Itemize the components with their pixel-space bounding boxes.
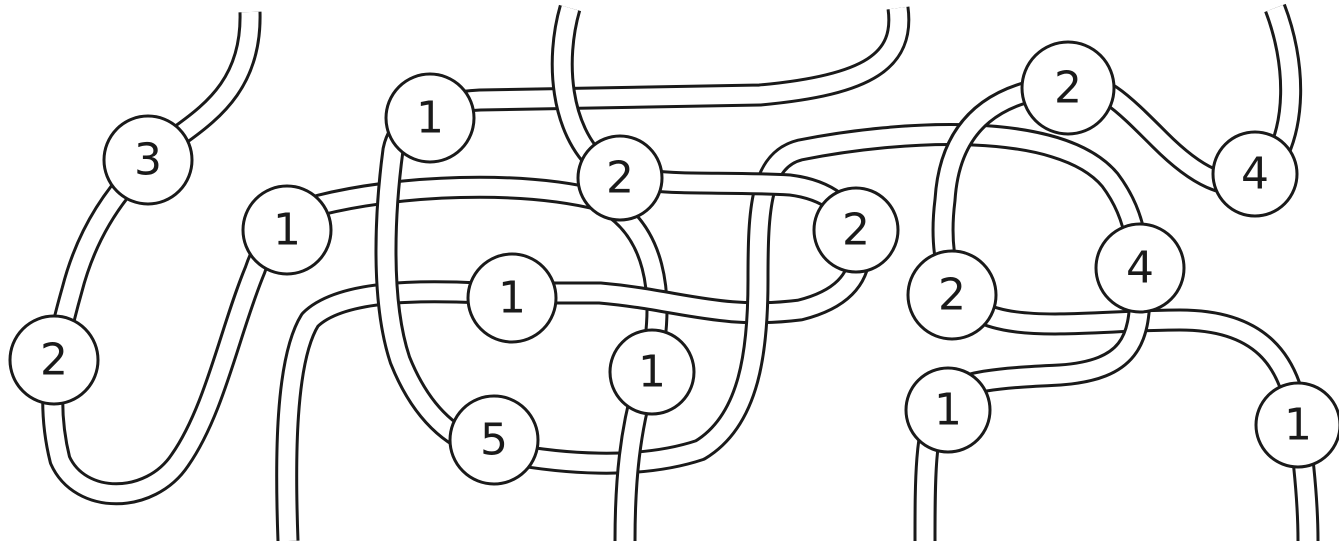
node-label: 1 xyxy=(1284,400,1312,451)
node-label: 2 xyxy=(40,335,68,386)
node-label: 2 xyxy=(606,153,634,204)
node-label: 1 xyxy=(416,93,444,144)
node-1-center[interactable]: 1 xyxy=(468,254,556,342)
node-1-upperleft[interactable]: 1 xyxy=(243,186,331,274)
node-label: 4 xyxy=(1241,149,1269,200)
node-label: 4 xyxy=(1126,243,1154,294)
node-label: 2 xyxy=(842,205,870,256)
node-label: 2 xyxy=(938,270,966,321)
node-label: 1 xyxy=(638,347,666,398)
node-label: 1 xyxy=(498,273,526,324)
node-label: 3 xyxy=(134,135,162,186)
node-4-farright[interactable]: 4 xyxy=(1213,132,1297,216)
node-1-bottomright[interactable]: 1 xyxy=(906,368,990,452)
node-2-topright[interactable]: 2 xyxy=(1022,42,1114,134)
node-2-right[interactable]: 2 xyxy=(908,251,996,339)
node-label: 2 xyxy=(1054,63,1082,114)
node-label: 1 xyxy=(934,385,962,436)
node-2-left[interactable]: 2 xyxy=(10,316,98,404)
node-label: 5 xyxy=(480,415,508,466)
node-1-top[interactable]: 1 xyxy=(386,74,474,162)
node-3-topleft[interactable]: 3 xyxy=(104,116,192,204)
node-5-bottom[interactable]: 5 xyxy=(450,396,538,484)
node-2-centerright[interactable]: 2 xyxy=(814,188,898,272)
node-4-right[interactable]: 4 xyxy=(1096,224,1184,312)
node-label: 1 xyxy=(273,205,301,256)
node-2-topcenter[interactable]: 2 xyxy=(578,136,662,220)
node-1-midright[interactable]: 1 xyxy=(610,330,694,414)
node-1-edge[interactable]: 1 xyxy=(1256,383,1339,467)
